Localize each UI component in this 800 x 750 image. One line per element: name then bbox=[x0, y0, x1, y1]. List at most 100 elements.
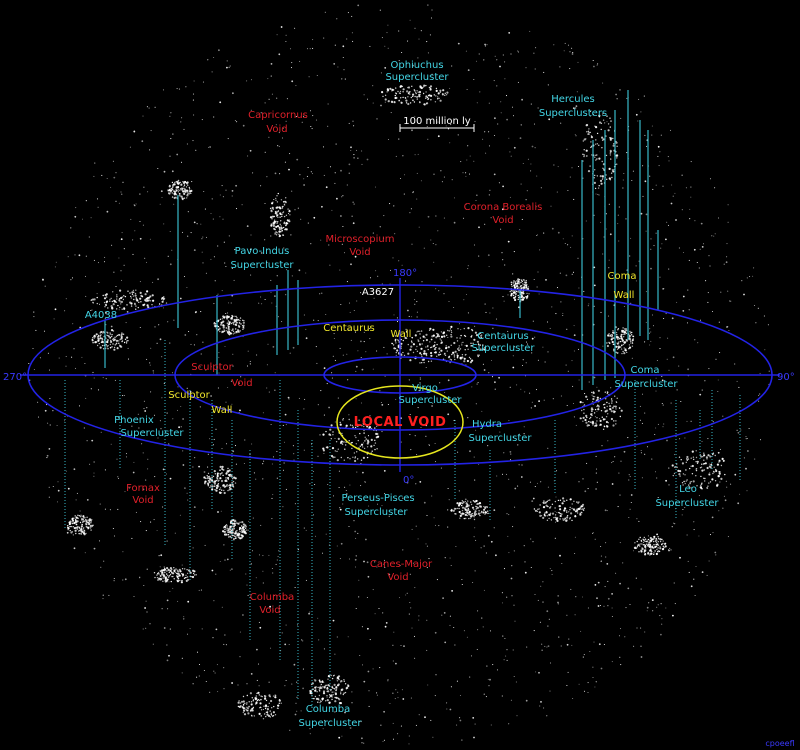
galaxy-dot bbox=[116, 308, 118, 310]
galaxy-dot bbox=[186, 572, 189, 575]
galaxy-dot bbox=[506, 118, 508, 121]
galaxy-dot bbox=[573, 198, 575, 200]
galaxy-dot bbox=[451, 353, 453, 356]
galaxy-dot bbox=[674, 603, 676, 605]
galaxy-dot bbox=[362, 446, 364, 448]
galaxy-dot bbox=[320, 239, 322, 241]
galaxy-dot bbox=[81, 519, 83, 521]
galaxy-dot bbox=[461, 342, 463, 344]
galaxy-dot bbox=[573, 325, 575, 327]
galaxy-dot bbox=[106, 210, 109, 213]
galaxy-dot bbox=[533, 52, 535, 54]
galaxy-dot bbox=[232, 92, 234, 95]
galaxy-dot bbox=[649, 554, 651, 556]
galaxy-dot bbox=[250, 701, 253, 703]
galaxy-dot bbox=[510, 53, 512, 55]
galaxy-dot bbox=[708, 465, 712, 468]
galaxy-dot bbox=[598, 121, 602, 124]
galaxy-dot bbox=[644, 540, 646, 542]
galaxy-dot bbox=[446, 91, 449, 94]
galaxy-dot bbox=[292, 346, 295, 349]
galaxy-dot bbox=[542, 516, 545, 520]
galaxy-dot bbox=[408, 735, 410, 737]
galaxy-dot bbox=[695, 450, 697, 452]
galaxy-dot bbox=[524, 571, 527, 574]
galaxy-dot bbox=[244, 439, 246, 441]
galaxy-dot bbox=[405, 99, 408, 102]
galaxy-dot bbox=[719, 481, 721, 483]
galaxy-dot bbox=[655, 184, 657, 186]
galaxy-dot bbox=[693, 578, 695, 580]
galaxy-dot bbox=[686, 455, 689, 459]
galaxy-dot bbox=[622, 179, 624, 181]
galaxy-dot bbox=[145, 600, 147, 602]
galaxy-dot bbox=[550, 506, 552, 508]
galaxy-dot bbox=[591, 410, 593, 413]
galaxy-dot bbox=[514, 506, 516, 508]
galaxy-dot bbox=[636, 627, 638, 629]
galaxy-dot bbox=[106, 300, 109, 302]
galaxy-dot bbox=[467, 327, 470, 330]
galaxy-dot bbox=[417, 340, 420, 343]
galaxy-dot bbox=[510, 292, 513, 295]
galaxy-dot bbox=[185, 579, 188, 583]
galaxy-dot bbox=[242, 526, 245, 529]
galaxy-dot bbox=[386, 91, 388, 93]
galaxy-dot bbox=[412, 99, 414, 102]
galaxy-dot bbox=[149, 149, 151, 151]
galaxy-dot bbox=[440, 331, 443, 333]
galaxy-dot bbox=[183, 184, 186, 186]
galaxy-dot bbox=[348, 302, 351, 304]
galaxy-dot bbox=[242, 124, 245, 127]
galaxy-dot bbox=[535, 206, 537, 208]
galaxy-dot bbox=[694, 594, 696, 597]
galaxy-dot bbox=[533, 508, 536, 510]
galaxy-dot bbox=[178, 182, 180, 185]
galaxy-dot bbox=[285, 223, 287, 225]
galaxy-dot bbox=[407, 86, 411, 89]
galaxy-dot bbox=[240, 705, 242, 707]
galaxy-dot bbox=[156, 577, 159, 579]
galaxy-dot bbox=[249, 692, 252, 695]
galaxy-dot bbox=[182, 464, 185, 466]
galaxy-dot bbox=[492, 327, 494, 329]
galaxy-dot bbox=[272, 711, 275, 714]
galaxy-dot bbox=[225, 479, 228, 482]
galaxy-dot bbox=[418, 90, 422, 94]
galaxy-dot bbox=[513, 296, 516, 299]
galaxy-dot bbox=[616, 337, 620, 340]
galaxy-dot bbox=[763, 315, 765, 317]
galaxy-dot bbox=[271, 302, 273, 304]
galaxy-dot bbox=[192, 683, 194, 685]
galaxy-dot bbox=[429, 341, 431, 343]
galaxy-dot bbox=[77, 514, 79, 516]
galaxy-dot bbox=[409, 434, 411, 436]
galaxy-dot bbox=[459, 517, 461, 519]
galaxy-dot bbox=[269, 716, 271, 718]
galaxy-dot bbox=[461, 739, 463, 741]
galaxy-dot bbox=[271, 93, 273, 95]
galaxy-dot bbox=[485, 552, 487, 554]
galaxy-dot bbox=[699, 319, 702, 321]
galaxy-dot bbox=[418, 615, 420, 617]
galaxy-dot bbox=[724, 499, 727, 502]
galaxy-dot bbox=[290, 67, 293, 69]
galaxy-dot bbox=[595, 126, 598, 129]
galaxy-dot bbox=[133, 291, 135, 293]
galaxy-dot bbox=[92, 302, 95, 304]
galaxy-dot bbox=[65, 365, 67, 367]
galaxy-dot bbox=[272, 572, 274, 574]
galaxy-dot bbox=[441, 93, 444, 95]
galaxy-dot bbox=[102, 330, 105, 333]
galaxy-dot bbox=[125, 340, 128, 342]
galaxy-dot bbox=[397, 733, 399, 735]
galaxy-dot bbox=[607, 580, 609, 582]
galaxy-dot bbox=[487, 445, 489, 447]
galaxy-dot bbox=[532, 497, 535, 500]
galaxy-dot bbox=[395, 155, 397, 157]
galaxy-dot bbox=[518, 464, 520, 466]
galaxy-dot bbox=[605, 420, 609, 424]
galaxy-dot bbox=[554, 514, 557, 516]
galaxy-dot bbox=[659, 276, 661, 278]
galaxy-dot bbox=[418, 714, 420, 716]
